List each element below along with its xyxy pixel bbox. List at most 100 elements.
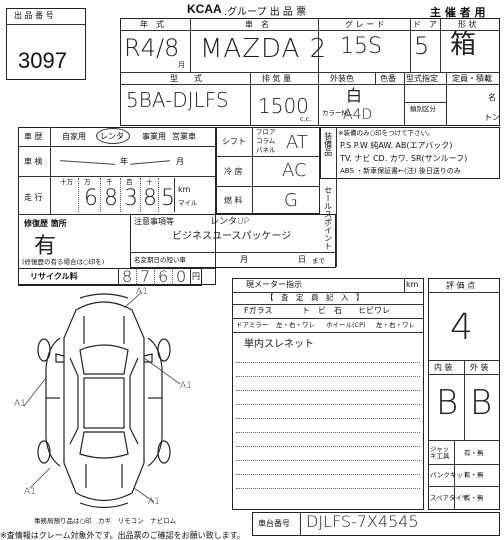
form-rule — [79, 344, 129, 375]
equip-side-label: 装備品 — [323, 132, 333, 156]
form-rule — [79, 293, 129, 299]
equipment-box — [216, 127, 320, 214]
features-line1: P.S P.W 純AW. AB(エアバック) — [340, 141, 453, 150]
spare-value: 有・無 — [464, 494, 484, 502]
shift-label: シフト — [222, 137, 246, 146]
notes-line1: レンタUP — [210, 217, 250, 227]
recycle-digit: 0 — [176, 267, 187, 286]
form-rule — [37, 293, 171, 509]
form-rule — [143, 353, 153, 363]
form-rule — [428, 464, 500, 465]
form-rule — [440, 18, 441, 72]
recycle-box — [18, 268, 202, 286]
form-rule — [37, 440, 51, 464]
fglass-options: ト ビ 石 ヒビワレ — [302, 306, 390, 315]
door-mirror-label: ドアミラー — [236, 321, 269, 329]
car-name-value: MAZDA 2 — [200, 34, 328, 64]
form-rule — [236, 488, 420, 489]
puncture-label: パンクキット — [430, 471, 470, 479]
form-rule — [336, 127, 337, 267]
form-rule — [404, 72, 405, 126]
color-no-label: 色番 — [380, 74, 396, 83]
form-rule — [18, 214, 216, 215]
form-rule — [63, 301, 145, 502]
form-rule — [236, 474, 420, 475]
ac-label: 冷 房 — [224, 167, 243, 176]
shift-value: AT — [286, 132, 308, 153]
displacement-unit: c.c. — [300, 115, 312, 123]
form-rule — [120, 84, 500, 85]
form-rule — [232, 332, 424, 333]
inspection-note: 単内スレネット — [244, 339, 314, 350]
copy-label: 主 催 者 用 — [430, 6, 486, 19]
door-label: ド ア — [413, 20, 437, 29]
recycle-label: リサイクル料 — [30, 272, 78, 281]
ext-color-value: 白 — [346, 86, 363, 105]
displacement-value: 1500 — [258, 94, 309, 118]
recycle-digit: 7 — [140, 267, 151, 286]
wheel-options: 左・右・ワレ — [376, 321, 415, 329]
form-rule — [252, 127, 253, 214]
form-rule — [428, 292, 500, 293]
meter-unit: km — [406, 280, 419, 289]
rating-box — [428, 278, 500, 510]
form-rule — [236, 376, 420, 377]
form-rule — [18, 176, 216, 177]
fglass-label: Fガラス — [244, 306, 273, 315]
form-rule — [23, 291, 181, 503]
form-rule — [172, 268, 173, 286]
shift-option: パネル — [256, 146, 276, 154]
form-rule — [236, 460, 420, 461]
features-box — [320, 127, 500, 179]
car-name-label: 車 名 — [245, 20, 269, 29]
chassis-label: 車台番号 — [258, 519, 290, 528]
chassis-box — [252, 512, 500, 536]
inspection-box — [232, 278, 424, 510]
bottom-note: ※査情報はクレーム対象外です。出品票のご確認をお願い致します。 — [0, 531, 245, 540]
lot-number: 3097 — [18, 48, 67, 73]
mileage-digit: 8 — [104, 186, 118, 211]
form-rule — [120, 30, 500, 31]
mileage-digit: 6 — [84, 186, 98, 211]
fuel-value: G — [284, 190, 298, 211]
rental-circle — [96, 128, 130, 144]
year-value: R4/8 — [124, 34, 180, 62]
form-rule — [147, 337, 163, 467]
mileage-digit-label: 百 — [126, 178, 133, 186]
form-rule — [23, 377, 47, 407]
mileage-digit: 3 — [124, 186, 138, 211]
capacity-label: 定員・積載 — [452, 74, 492, 83]
form-rule — [464, 360, 465, 440]
grade-label: グ レ ー ド — [345, 20, 385, 29]
form-rule — [79, 431, 129, 459]
model-label: 型 式 — [170, 74, 202, 83]
form-rule — [143, 357, 181, 385]
damage-mark: A1 — [136, 287, 148, 297]
shaken-year: 年 — [120, 157, 128, 166]
exterior-value: B — [470, 383, 493, 423]
shape-label: 形 状 — [458, 20, 477, 29]
mileage-digit-label: 十万 — [60, 178, 73, 186]
ext-color-label: 外装色 — [330, 74, 354, 83]
form-rule — [133, 487, 155, 503]
interior-value: B — [436, 383, 459, 423]
color-code-label: カラーNo. — [322, 109, 353, 117]
expiry-month: 月 — [240, 255, 248, 264]
auction-brand: KCAA — [187, 2, 222, 16]
commercial-label: 営業車 — [172, 132, 196, 141]
form-rule — [140, 178, 141, 212]
mileage-digit-label: 十 — [146, 178, 153, 186]
form-rule — [129, 357, 139, 445]
fuel-label: 燃 料 — [224, 196, 243, 205]
form-rule — [29, 467, 51, 489]
form-rule — [190, 268, 191, 286]
recycle-unit: 円 — [192, 272, 200, 281]
form-rule — [236, 404, 420, 405]
form-rule — [136, 268, 137, 286]
grade-value: 15S — [340, 34, 382, 59]
form-rule — [120, 178, 121, 212]
form-rule — [83, 377, 125, 429]
damage-mark: A1 — [24, 487, 36, 497]
repair-label: 修復歴 箇所 — [24, 219, 67, 228]
form-rule — [410, 18, 411, 72]
